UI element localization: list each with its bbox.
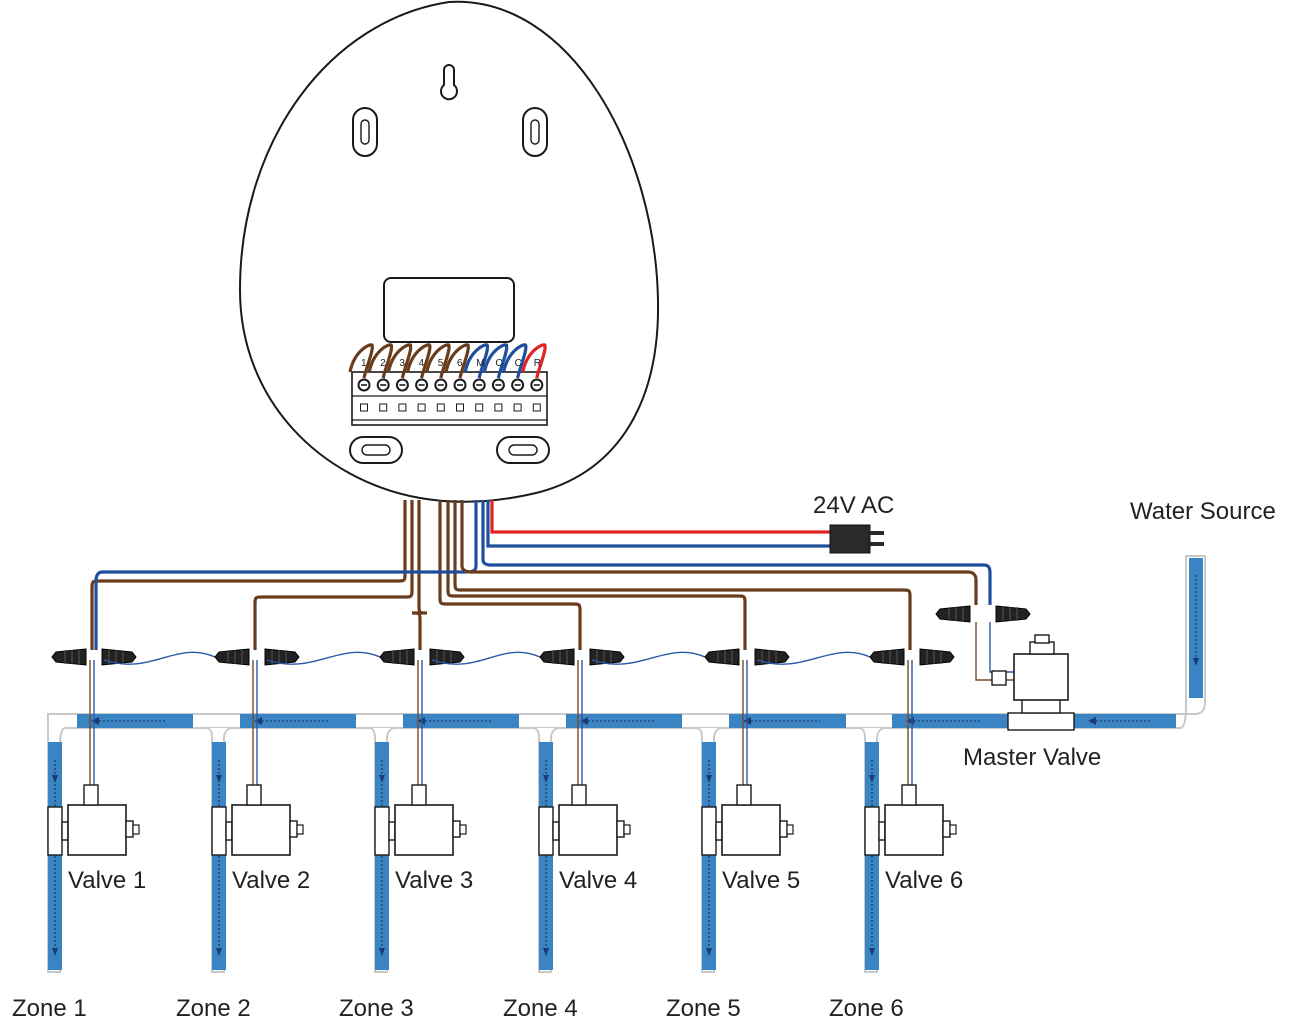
wire-nut-icon: [589, 648, 625, 666]
zone-wire: [411, 500, 428, 650]
zone-wire: [446, 500, 747, 650]
controller-window: [383, 277, 515, 343]
zone-valve: Valve 4: [538, 648, 706, 894]
terminal-screw-icon: [357, 378, 371, 412]
terminal-screw-icon: [491, 378, 505, 412]
terminal-label: R: [534, 358, 541, 369]
wire-nut-icon: [539, 648, 575, 666]
zone-wire: [90, 500, 407, 650]
terminal-label: M: [476, 358, 484, 369]
master-valve: Master Valve: [460, 500, 1101, 771]
valve-label: Valve 1: [68, 867, 146, 894]
wire-nut-icon: [379, 648, 415, 666]
zone-valve: Valve 3: [374, 648, 541, 894]
wire-nut-icon: [704, 648, 740, 666]
zone-wire: [453, 500, 912, 650]
power-supply: 24V AC: [486, 492, 894, 554]
wire-nut-icon: [935, 605, 971, 623]
zone-valve: Valve 2: [211, 648, 381, 894]
valve-label: Valve 6: [885, 867, 963, 894]
zone-label: Zone 5: [666, 995, 741, 1022]
zone-valve: Valve 6: [864, 648, 963, 894]
terminal-screw-icon: [395, 378, 409, 412]
power-adapter: [829, 524, 871, 554]
terminal-label: 4: [419, 358, 425, 369]
valve-label: Valve 5: [722, 867, 800, 894]
zone-wire: [438, 500, 582, 650]
zone-label: Zone 1: [12, 995, 87, 1022]
main-pipe: [47, 555, 1206, 973]
mount-slot-bottom-right-icon: [496, 436, 550, 464]
wire-nut-icon: [101, 648, 137, 666]
wire-nut-icon: [429, 648, 465, 666]
zone-valve: Valve 5: [701, 648, 871, 894]
wire-nut-icon: [754, 648, 790, 666]
keyhole-slot-icon: [440, 64, 458, 101]
wire-nut-icon: [214, 648, 250, 666]
power-label: 24V AC: [813, 492, 894, 519]
wire-nut-icon: [264, 648, 300, 666]
master-valve-label: Master Valve: [963, 744, 1101, 771]
terminal-label: C: [515, 358, 522, 369]
zone-label: Zone 4: [503, 995, 578, 1022]
terminal-screw-icon: [434, 378, 448, 412]
terminal-screw-icon: [415, 378, 429, 412]
terminal-screw-icon: [376, 378, 390, 412]
mount-slot-right-icon: [522, 107, 548, 157]
terminal-label: 1: [361, 358, 367, 369]
terminal-screw-icon: [511, 378, 525, 412]
terminal-label: C: [495, 358, 502, 369]
terminal-label: 3: [399, 358, 405, 369]
terminal-label: 6: [457, 358, 463, 369]
zone-label: Zone 6: [829, 995, 904, 1022]
terminal-screw-icon: [530, 378, 544, 412]
common-wire: [94, 500, 478, 650]
zone-label: Zone 2: [176, 995, 251, 1022]
wire-nut-icon: [869, 648, 905, 666]
terminal-label: 5: [438, 358, 444, 369]
wire-nut-icon: [995, 605, 1031, 623]
valve-label: Valve 3: [395, 867, 473, 894]
wire-nut-icon: [51, 648, 87, 666]
valve-label: Valve 4: [559, 867, 637, 894]
terminal-screw-icon: [453, 378, 467, 412]
terminal-label: 2: [380, 358, 386, 369]
zone-label: Zone 3: [339, 995, 414, 1022]
zone-wire: [253, 500, 414, 650]
mount-slot-left-icon: [352, 107, 378, 157]
valve-label: Valve 2: [232, 867, 310, 894]
terminal-screw-icon: [472, 378, 486, 412]
wire-nut-icon: [919, 648, 955, 666]
water-source-label: Water Source: [1130, 498, 1276, 525]
zone-valve: Valve 1: [47, 648, 216, 894]
terminal-block: [351, 371, 548, 426]
mount-slot-bottom-left-icon: [349, 436, 403, 464]
